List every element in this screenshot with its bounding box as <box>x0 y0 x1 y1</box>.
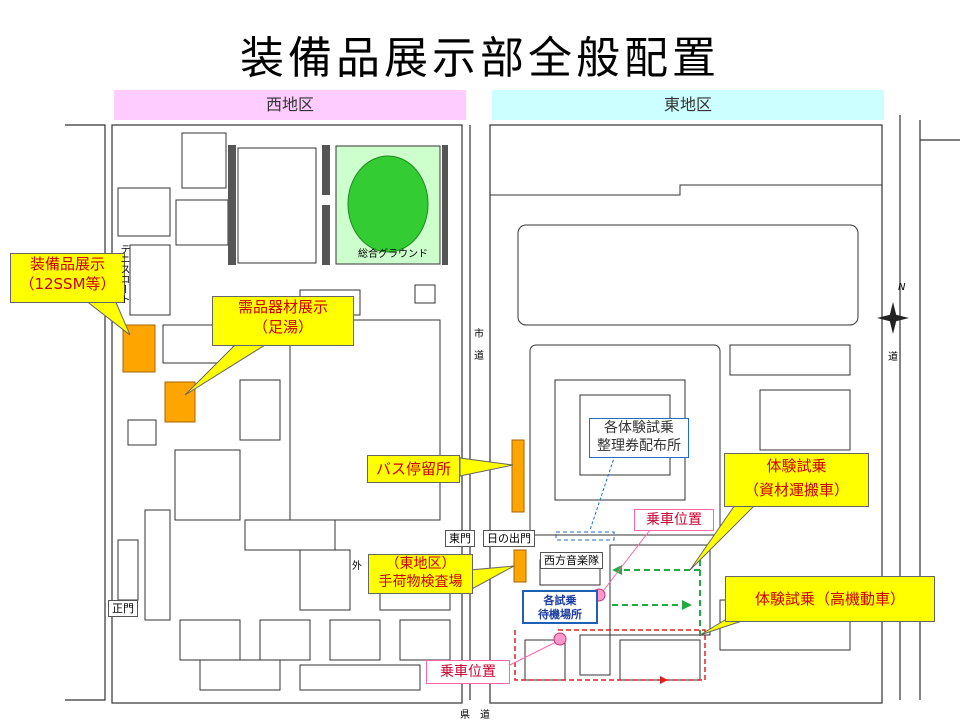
page-title: 装備品展示部全般配置 <box>240 33 720 84</box>
city-road-label-1: 市 <box>474 329 484 340</box>
boarding-label-upper: 乗車位置 <box>634 509 714 531</box>
callout-equipment-line1: 装備品展示 <box>29 255 105 273</box>
callout-supplies-line1: 需品器材展示 <box>237 298 328 316</box>
callout-baggage-line2: 手荷物検査場 <box>378 574 463 590</box>
ticket-line1: 各体験試乗 <box>604 420 674 436</box>
callout-ride-cargo: 体験試乗 （資材運搬車） <box>724 453 869 507</box>
callout-baggage: （東地区） 手荷物検査場 <box>368 554 473 594</box>
supplies-display-area <box>164 381 196 423</box>
tennis-court-label: テニスコート <box>118 244 129 304</box>
callout-ride-cargo-line2: （資材運搬車） <box>743 481 849 499</box>
north-label: N <box>898 282 906 293</box>
waiting-line2: 待機場所 <box>538 608 582 621</box>
ticket-area <box>555 531 615 541</box>
outside-label: 外 <box>352 561 362 572</box>
ticket-distribution-label: 各体験試乗 整理券配布所 <box>589 418 689 458</box>
ground-label: 総合グラウンド <box>358 249 428 260</box>
prefectural-road-label: 県 道 <box>460 710 490 721</box>
callout-bus-stop: バス停留所 <box>367 455 460 483</box>
city-road-label-2: 道 <box>474 351 484 362</box>
district-east: 東地区 <box>492 90 884 120</box>
gate-hinode: 日の出門 <box>483 530 535 547</box>
callout-baggage-line1: （東地区） <box>385 556 456 572</box>
waiting-area: 各試乗 待機場所 <box>522 590 598 624</box>
waiting-line1: 各試乗 <box>543 594 577 607</box>
bus-stop-marker <box>511 439 525 513</box>
callout-equipment: 装備品展示 （12SSM等） <box>10 253 125 303</box>
west-music-band: 西方音楽隊 <box>540 552 603 569</box>
ground-field <box>347 155 429 253</box>
callout-ride-mobility: 体験試乗（高機動車） <box>725 576 935 622</box>
gate-east: 東門 <box>445 530 475 547</box>
baggage-check-marker <box>513 549 527 583</box>
callout-supplies: 需品器材展示 （足湯） <box>212 296 354 346</box>
boarding-point-lower <box>553 632 567 646</box>
boarding-label-lower: 乗車位置 <box>426 660 510 684</box>
callout-equipment-line2: （12SSM等） <box>19 275 116 293</box>
district-west: 西地区 <box>114 90 466 120</box>
gate-main: 正門 <box>108 600 138 617</box>
right-road-label: 道 <box>888 352 898 363</box>
ticket-line2: 整理券配布所 <box>597 438 681 454</box>
callout-ride-cargo-line1: 体験試乗 <box>766 457 827 475</box>
callout-supplies-line2: （足湯） <box>252 318 313 336</box>
compass-icon <box>877 302 909 334</box>
